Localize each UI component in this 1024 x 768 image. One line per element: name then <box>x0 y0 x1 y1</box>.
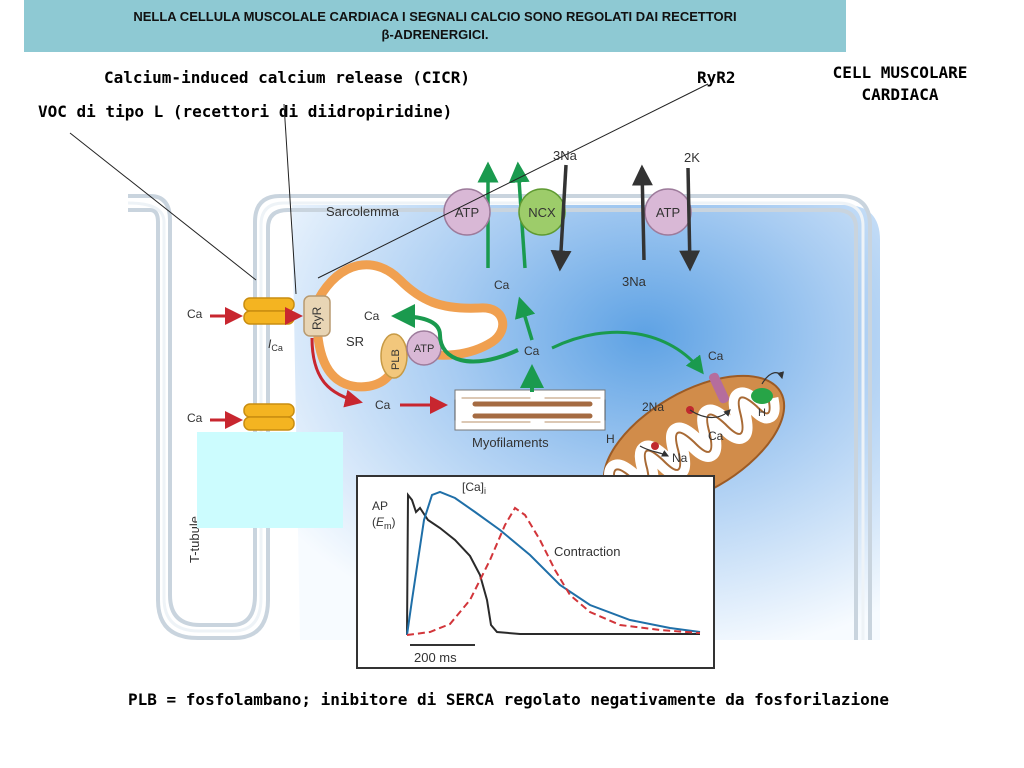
ryr2-pointer-line <box>317 83 709 279</box>
mito-na-label: Na <box>672 451 688 465</box>
sarcolemma-label: Sarcolemma <box>326 204 400 219</box>
mito-ca-arrow <box>689 409 731 419</box>
nak-atp-label: ATP <box>656 205 680 220</box>
mito-na-arrow <box>639 445 670 457</box>
extracellular-ca-bottom: Ca <box>187 411 203 425</box>
ap-label: AP <box>372 499 388 513</box>
scale-label: 200 ms <box>414 650 457 665</box>
l-type-channel-bottom <box>243 403 295 431</box>
serca-pump <box>406 330 442 366</box>
cai-label: [Ca]i <box>462 480 486 496</box>
nhe-mito <box>651 442 659 450</box>
cytosolic-ca-label: Ca <box>375 398 391 412</box>
plb-label: PLB <box>390 349 402 370</box>
mito-uptake-arrow <box>551 330 704 375</box>
cell-type-line-1: CELL MUSCOLARE <box>832 63 968 82</box>
ryr-label: RyR <box>310 306 324 330</box>
extracellular-ca-top: Ca <box>187 307 203 321</box>
ncx-na-arrow <box>550 164 572 272</box>
cyan-overlay-box <box>197 432 343 528</box>
title-line-2: β-ADRENERGICI. <box>381 27 489 42</box>
nak-atpase <box>644 188 692 236</box>
voc-pointer-line <box>69 132 257 281</box>
ca-to-pumps-arrow <box>514 296 536 341</box>
ncx-label: NCX <box>528 205 556 220</box>
sr-ca-label: Ca <box>364 309 380 323</box>
footer-note: PLB = fosfolambano; inibitore di SERCA r… <box>128 690 889 709</box>
page-title: NELLA CELLULA MUSCOLALE CARDIACA I SEGNA… <box>24 8 846 44</box>
central-ca-label: Ca <box>524 344 540 358</box>
mito-h-inner-label: H <box>758 407 766 419</box>
ap-trace <box>406 492 700 636</box>
na-pump-label: 3Na <box>622 274 647 289</box>
cicr-pointer-line <box>283 103 297 295</box>
calcium-transient-graph: AP (Em) [Ca]i Contraction 200 ms <box>356 475 715 669</box>
ica-label: ICa <box>268 337 283 353</box>
nch-exchanger <box>751 388 773 404</box>
serca-atp-label: ATP <box>414 343 435 355</box>
contraction-trace <box>406 506 701 636</box>
pump-ca-label: Ca <box>494 278 510 292</box>
em-label: (Em) <box>372 515 396 531</box>
k-label: 2K <box>684 150 700 165</box>
cell-type-label: CELL MUSCOLARE CARDIACA <box>810 62 990 106</box>
cicr-label: Calcium-induced calcium release (CICR) <box>104 68 471 87</box>
mito-ca-entry-label: Ca <box>708 349 724 363</box>
mito-ca-inner-label: Ca <box>708 429 724 443</box>
na-efflux-arrow <box>631 164 653 261</box>
graph-frame <box>356 475 715 669</box>
serca-uptake-arrow <box>391 304 519 364</box>
cai-trace <box>406 490 701 636</box>
ca-release-arrow <box>310 337 363 408</box>
mito-2na-label: 2Na <box>642 400 664 414</box>
myofilaments-label: Myofilaments <box>472 435 549 450</box>
ryr-channel <box>303 295 331 337</box>
k-influx-arrow <box>679 167 701 272</box>
mito-h-outer-label: H <box>606 432 615 446</box>
plb-protein <box>380 333 408 379</box>
myofilaments <box>454 389 606 431</box>
mito-h-arrow <box>761 371 785 385</box>
ryr2-label: RyR2 <box>697 68 736 87</box>
pmca-pump <box>443 188 491 236</box>
voc-label: VOC di tipo L (recettori di diidropiridi… <box>38 102 453 121</box>
title-line-1: NELLA CELLULA MUSCOLALE CARDIACA I SEGNA… <box>133 9 737 24</box>
cell-type-line-2: CARDIACA <box>861 85 939 104</box>
l-type-channel-top <box>243 297 295 325</box>
title-banner: NELLA CELLULA MUSCOLALE CARDIACA I SEGNA… <box>24 0 846 52</box>
mcu-channel <box>709 372 729 404</box>
contraction-label: Contraction <box>554 544 620 559</box>
sr-label: SR <box>346 334 364 349</box>
pmca-atp-label: ATP <box>455 205 479 220</box>
